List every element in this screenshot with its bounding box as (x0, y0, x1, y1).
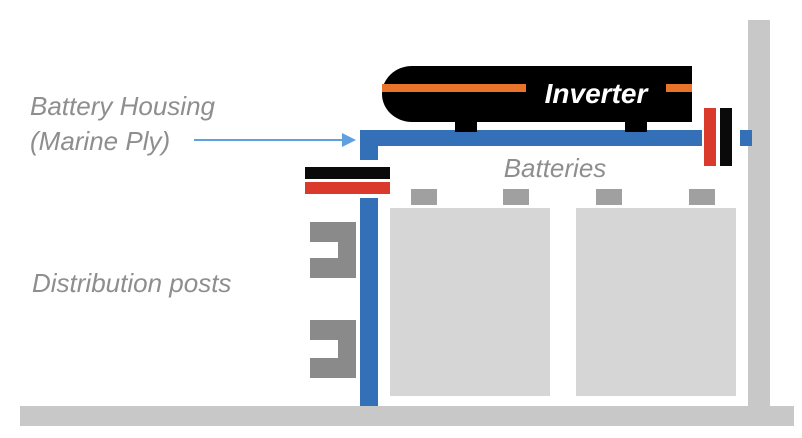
housing-label-line1: Battery Housing (30, 91, 216, 121)
busbar-black-left (305, 167, 390, 179)
busbar-red-left (305, 182, 390, 194)
post-stud (310, 320, 338, 340)
inverter-foot (625, 120, 647, 132)
housing-top-panel (360, 130, 702, 146)
post-spine (338, 222, 356, 278)
post-stud (310, 222, 338, 242)
housing-side-panel (360, 198, 378, 406)
inverter: Inverter (382, 66, 692, 132)
inverter-body (382, 66, 692, 122)
distribution-post-upper (310, 222, 356, 278)
battery-housing (360, 130, 752, 406)
batteries-label: Batteries (504, 153, 607, 183)
battery-body (390, 208, 550, 396)
housing-top-panel-end (740, 130, 752, 146)
inverter-foot (455, 120, 477, 132)
battery-terminal (411, 189, 437, 205)
inverter-stripe (382, 84, 526, 92)
inverter-label: Inverter (545, 78, 650, 109)
post-stud (310, 258, 338, 278)
arrow-head (342, 133, 356, 147)
housing-side-upper (360, 130, 378, 160)
busbar-red-right (704, 108, 716, 166)
inverter-stripe (666, 84, 692, 92)
housing-callout-arrow (194, 133, 356, 147)
left-busbars (305, 167, 390, 194)
wall (748, 20, 770, 406)
right-busbars (704, 108, 732, 166)
battery-2 (576, 189, 736, 396)
battery-terminal (596, 189, 622, 205)
post-stud (310, 358, 338, 378)
battery-body (576, 208, 736, 396)
distribution-post-lower (310, 320, 356, 378)
battery-1 (390, 189, 550, 396)
busbar-black-right (720, 108, 732, 166)
battery-terminal (689, 189, 715, 205)
housing-label-line2: (Marine Ply) (30, 126, 170, 156)
floor (20, 406, 794, 426)
distribution-posts-label: Distribution posts (32, 268, 231, 298)
battery-terminal (503, 189, 529, 205)
post-spine (338, 320, 356, 378)
